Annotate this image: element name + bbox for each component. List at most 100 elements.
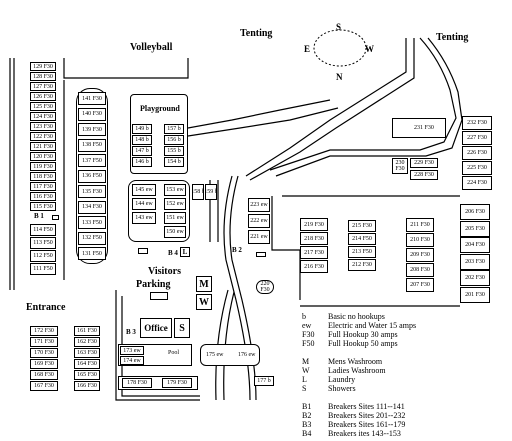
breaker-box-b1 xyxy=(52,215,59,220)
compass-s: S xyxy=(336,22,342,32)
block-175-176 xyxy=(200,344,260,366)
legend-key: B2 xyxy=(302,411,312,420)
site-134: 134 F30 xyxy=(78,200,106,214)
site-173: 173 ew xyxy=(120,346,144,355)
site-128: 128 F30 xyxy=(30,72,56,81)
legend-row: ew Electric and Water 15 amps xyxy=(302,322,416,330)
site-161: 161 F30 xyxy=(74,326,100,336)
site-150: 150 ew xyxy=(164,226,186,238)
site-231-area xyxy=(392,118,446,138)
site-131: 131 F50 xyxy=(78,247,106,260)
site-157: 157 b xyxy=(164,124,184,134)
legend-desc: Basic no hookups xyxy=(328,312,385,321)
legend-row xyxy=(302,349,328,357)
legend-key: L xyxy=(302,375,307,384)
site-126: 126 F30 xyxy=(30,92,56,101)
legend-key: ew xyxy=(302,321,312,330)
tenting-label: Tenting xyxy=(240,28,273,39)
b3-marker: B 3 xyxy=(126,328,136,336)
legend-key: B4 xyxy=(302,429,312,438)
legend-row: B3 Breakers Sites 161--179 xyxy=(302,421,405,429)
site-226: 226 F30 xyxy=(462,146,492,160)
legend-key: F50 xyxy=(302,339,315,348)
legend-desc: Full Hookup 50 amps xyxy=(328,339,398,348)
site-153: 153 ew xyxy=(164,184,186,196)
site-232: 232 F30 xyxy=(462,116,492,130)
site-117: 117 F30 xyxy=(30,182,56,191)
mens-washroom: M xyxy=(196,276,212,292)
site-132: 132 F50 xyxy=(78,231,106,245)
breaker-box-b2 xyxy=(256,252,266,257)
site-113: 113 F50 xyxy=(30,237,56,249)
laundry-building: L xyxy=(180,247,190,257)
legend-desc: Electric and Water 15 amps xyxy=(328,321,417,330)
site-135: 135 F30 xyxy=(78,185,106,198)
legend-desc: Mens Washroom xyxy=(328,357,383,366)
ladies-washroom: W xyxy=(196,294,212,310)
legend-key: B3 xyxy=(302,420,312,429)
site-121: 121 F30 xyxy=(30,142,56,151)
site-133: 133 F50 xyxy=(78,216,106,229)
playground-label: Playground xyxy=(140,104,180,113)
site-151: 151 ew xyxy=(164,212,186,224)
site-137: 137 F50 xyxy=(78,154,106,167)
site-171: 171 F30 xyxy=(30,337,58,347)
site-223: 223 ew xyxy=(248,198,270,212)
visitors-label: Visitors xyxy=(148,266,181,277)
site-168: 168 F30 xyxy=(30,370,58,380)
site-144: 144 ew xyxy=(132,198,156,210)
site-215: 215 F30 xyxy=(348,220,376,232)
legend-key: M xyxy=(302,357,310,366)
site-167: 167 F30 xyxy=(30,381,58,391)
small-building xyxy=(138,248,148,254)
legend-key: B1 xyxy=(302,402,312,411)
site-176: 176 ew xyxy=(238,352,256,358)
site-212: 212 F30 xyxy=(348,259,376,271)
legend-desc: Breakers ites 143--153 xyxy=(328,429,401,438)
site-211: 211 F30 xyxy=(406,218,434,232)
compass-e: E xyxy=(304,44,311,54)
site-210: 210 F30 xyxy=(406,233,434,247)
site-120: 120 F30 xyxy=(30,152,56,161)
site-112: 112 F50 xyxy=(30,250,56,262)
site-147: 147 b xyxy=(132,146,152,156)
legend-desc: Breakers Sites 111--141 xyxy=(328,402,405,411)
site-163: 163 F30 xyxy=(74,348,100,358)
legend-desc: Breakers Sites 161--179 xyxy=(328,420,406,429)
site-145: 145 ew xyxy=(132,184,156,196)
site-230: 230 F30 xyxy=(392,158,408,174)
legend-desc: Laundry xyxy=(328,375,356,384)
site-165: 165 F30 xyxy=(74,370,100,380)
site-166: 166 F30 xyxy=(74,381,100,391)
site-174: 174 ew xyxy=(120,356,144,365)
site-207: 207 F30 xyxy=(406,278,434,292)
site-209: 209 F30 xyxy=(406,248,434,262)
site-179: 179 F30 xyxy=(162,378,192,388)
site-169: 169 F30 xyxy=(30,359,58,369)
site-224: 224 F30 xyxy=(462,176,492,190)
site-152: 152 ew xyxy=(164,198,186,210)
site-221: 221 ew xyxy=(248,230,270,244)
site-116: 116 F30 xyxy=(30,192,56,201)
legend-row: B1 Breakers Sites 111--141 xyxy=(302,403,405,411)
site-201: 201 F30 xyxy=(460,286,490,303)
legend-row: F50 Full Hookup 50 amps xyxy=(302,340,398,348)
site-158: 158 b xyxy=(192,184,204,200)
showers-building: S xyxy=(174,318,190,338)
site-162: 162 F30 xyxy=(74,337,100,347)
compass-n: N xyxy=(336,72,343,82)
legend-key: S xyxy=(302,384,307,393)
entrance-label: Entrance xyxy=(26,302,66,313)
site-172: 172 F30 xyxy=(30,326,58,336)
legend-key: F30 xyxy=(302,330,315,339)
site-123: 123 F30 xyxy=(30,122,56,131)
parking-label: Parking xyxy=(136,279,171,290)
site-164: 164 F30 xyxy=(74,359,100,369)
site-154: 154 b xyxy=(164,157,184,167)
site-159: 159 b xyxy=(205,184,217,200)
site-149: 149 b xyxy=(132,124,152,134)
legend-desc: Full Hookup 30 amps xyxy=(328,330,398,339)
legend-row: B4 Breakers ites 143--153 xyxy=(302,430,401,438)
